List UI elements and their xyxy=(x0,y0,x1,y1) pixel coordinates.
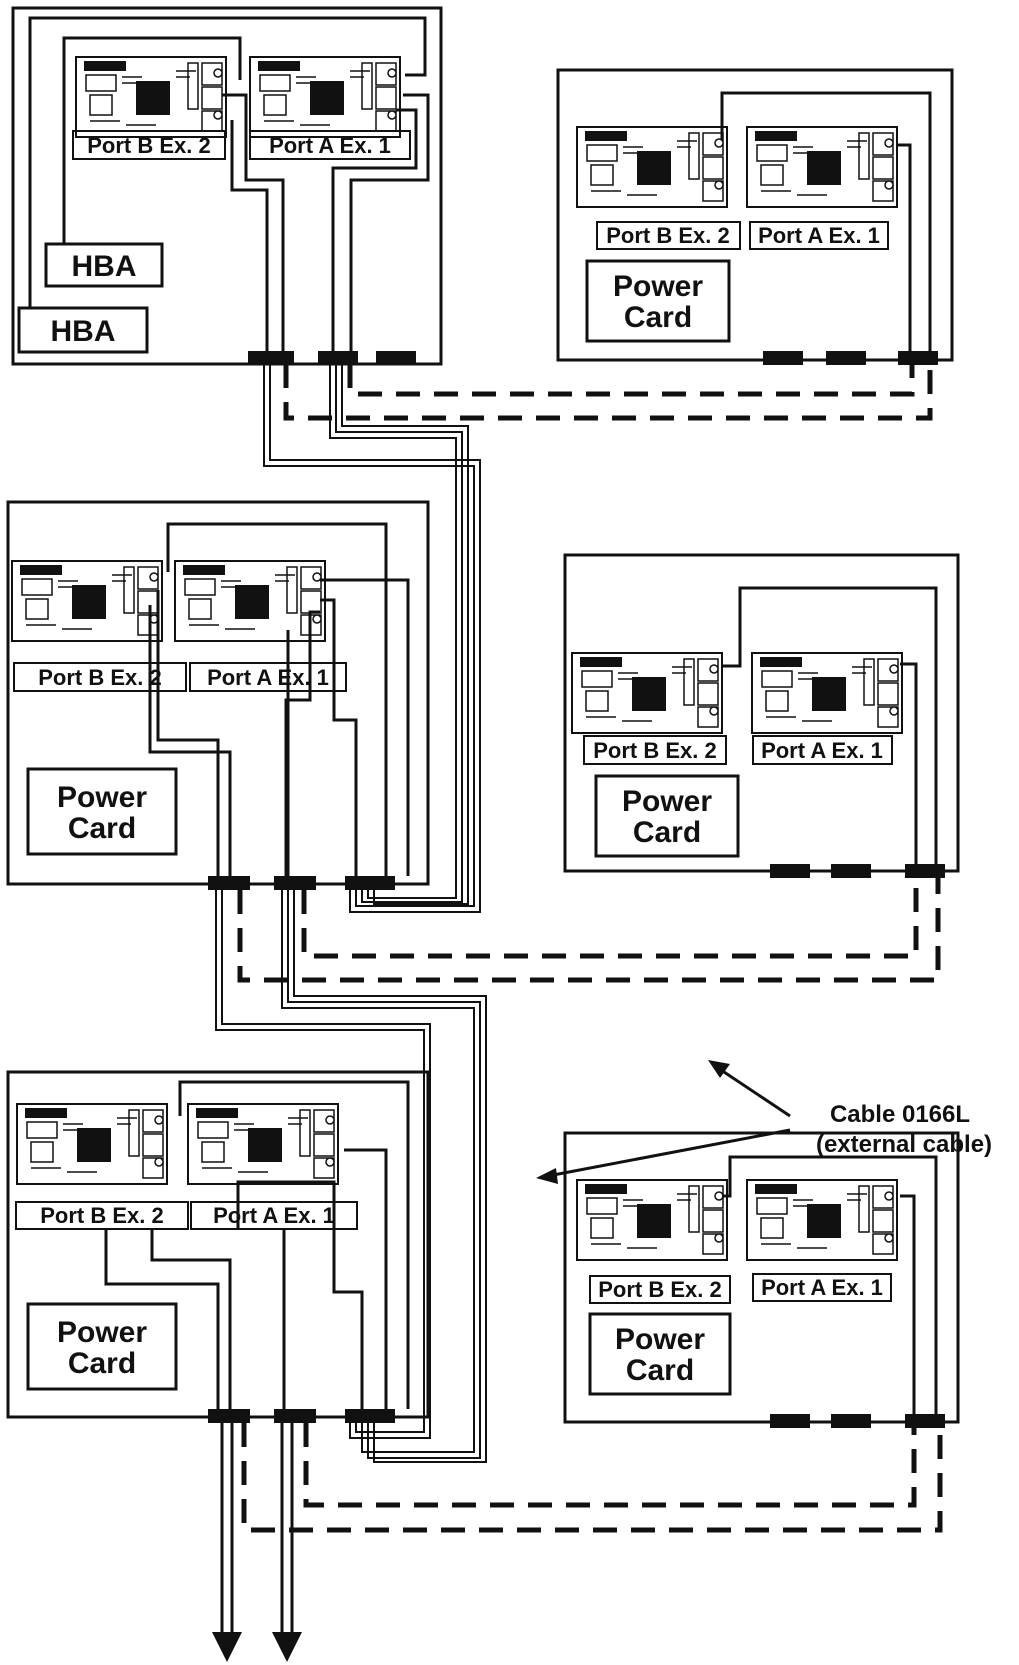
connector xyxy=(770,1414,810,1428)
svg-text:Card: Card xyxy=(68,1347,136,1380)
port-b-label: Port B Ex. 2 xyxy=(583,735,727,765)
expander-board-a xyxy=(746,1179,898,1261)
expander-board-a xyxy=(746,126,898,208)
power-card-box: Power Card xyxy=(588,1312,732,1396)
expander-board-a xyxy=(174,560,326,642)
port-a-label: Port A Ex. 1 xyxy=(752,735,893,765)
connector xyxy=(770,864,810,878)
connector xyxy=(274,1409,316,1423)
svg-text:Card: Card xyxy=(624,301,692,334)
port-a-label: Port A Ex. 1 xyxy=(249,130,411,160)
enclosure-right-3: Port B Ex. 2 Port A Ex. 1 Power Card xyxy=(563,1131,960,1428)
connector xyxy=(905,864,945,878)
enclosure-left-2: Port B Ex. 2 Port A Ex. 1 Power Card xyxy=(6,500,430,890)
enclosure-left-3: Port B Ex. 2 Port A Ex. 1 Power Card xyxy=(6,1070,430,1423)
outgoing-cable-2 xyxy=(272,1423,302,1662)
connector xyxy=(898,351,938,365)
port-b-label: Port B Ex. 2 xyxy=(72,130,226,160)
svg-text:Power: Power xyxy=(57,1316,147,1349)
connector xyxy=(763,351,803,365)
connector xyxy=(831,1414,871,1428)
svg-text:Port B Ex. 2: Port B Ex. 2 xyxy=(87,133,210,158)
svg-text:Port B Ex. 2: Port B Ex. 2 xyxy=(598,1277,721,1302)
power-card-box: Power Card xyxy=(585,259,731,343)
expander-board-a xyxy=(249,56,401,138)
port-b-label: Port B Ex. 2 xyxy=(589,1275,731,1304)
hba-2-box: HBA xyxy=(17,306,149,354)
connector xyxy=(318,351,358,365)
outgoing-cable-1 xyxy=(212,1423,242,1662)
connector xyxy=(376,351,416,365)
expander-board-a xyxy=(187,1103,339,1185)
port-b-label: Port B Ex. 2 xyxy=(15,1201,189,1230)
expander-board-a xyxy=(751,652,903,734)
enclosure-right-1: Port B Ex. 2 Port A Ex. 1 Power Card xyxy=(556,68,954,365)
enclosure-right-2: Port B Ex. 2 Port A Ex. 1 Power Card xyxy=(563,553,960,878)
svg-text:Port B Ex. 2: Port B Ex. 2 xyxy=(40,1203,163,1228)
port-a-label: Port A Ex. 1 xyxy=(189,662,347,692)
svg-text:Port A Ex. 1: Port A Ex. 1 xyxy=(213,1203,335,1228)
callout-line-1: Cable 0166L xyxy=(830,1101,970,1128)
internal-cable-bundle-1 xyxy=(263,364,481,913)
svg-text:Card: Card xyxy=(626,1354,694,1387)
expander-board-b xyxy=(16,1103,168,1185)
svg-text:Port A Ex. 1: Port A Ex. 1 xyxy=(758,223,880,248)
svg-text:Port A Ex. 1: Port A Ex. 1 xyxy=(761,738,883,763)
svg-text:Port A Ex. 1: Port A Ex. 1 xyxy=(761,1275,883,1300)
connector xyxy=(831,864,871,878)
arrow-icon xyxy=(708,1060,730,1078)
port-a-label: Port A Ex. 1 xyxy=(752,1273,892,1302)
enclosure-host: Port B Ex. 2 Port A Ex. 1 HBA HBA xyxy=(11,6,443,366)
svg-text:Power: Power xyxy=(622,785,712,818)
svg-text:Port B Ex. 2: Port B Ex. 2 xyxy=(38,665,161,690)
svg-text:Card: Card xyxy=(68,812,136,845)
hba-1-box: HBA xyxy=(44,242,164,288)
port-b-label: Port B Ex. 2 xyxy=(13,662,187,692)
power-card-box: Power Card xyxy=(26,1302,178,1391)
connector xyxy=(345,876,395,890)
svg-text:Port A Ex. 1: Port A Ex. 1 xyxy=(269,133,391,158)
expander-board-b xyxy=(576,126,728,208)
connector xyxy=(826,351,866,365)
connector xyxy=(905,1414,945,1428)
svg-text:Power: Power xyxy=(615,1323,705,1356)
power-card-box: Power Card xyxy=(26,767,178,856)
connector xyxy=(208,1409,250,1423)
expander-board-b xyxy=(571,652,723,734)
connector xyxy=(274,876,316,890)
internal-cable-bundle-2 xyxy=(215,890,487,1463)
svg-text:HBA: HBA xyxy=(72,250,137,283)
expander-board-b xyxy=(75,56,227,138)
port-a-label: Port A Ex. 1 xyxy=(749,221,889,250)
expander-board-b xyxy=(576,1179,728,1261)
port-a-label: Port A Ex. 1 xyxy=(190,1201,358,1230)
connector xyxy=(248,351,294,365)
arrow-down-icon xyxy=(212,1632,242,1662)
arrow-down-icon xyxy=(272,1632,302,1662)
svg-text:Port B Ex. 2: Port B Ex. 2 xyxy=(606,223,729,248)
power-card-box: Power Card xyxy=(594,774,740,858)
svg-text:HBA: HBA xyxy=(51,315,116,348)
cable-callout: Cable 0166L (external cable) xyxy=(536,1060,992,1184)
svg-text:Power: Power xyxy=(57,781,147,814)
callout-line-2: (external cable) xyxy=(816,1131,992,1158)
connector xyxy=(345,1409,395,1423)
arrow-icon xyxy=(536,1168,558,1184)
svg-text:Power: Power xyxy=(613,270,703,303)
port-b-label: Port B Ex. 2 xyxy=(596,221,741,250)
svg-text:Card: Card xyxy=(633,816,701,849)
connector xyxy=(208,876,250,890)
expander-board-b xyxy=(11,560,163,642)
svg-text:Port B Ex. 2: Port B Ex. 2 xyxy=(593,738,716,763)
